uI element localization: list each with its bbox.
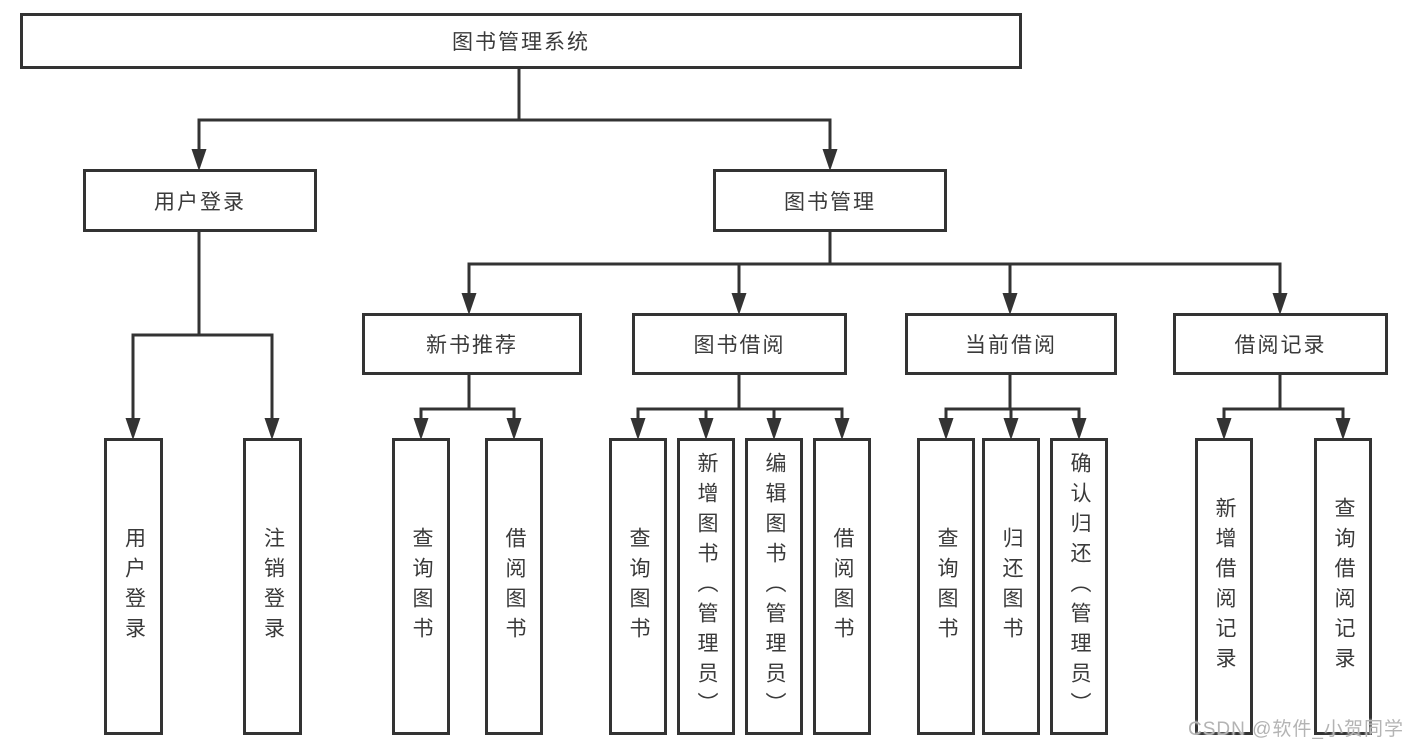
node-leaf-user-login-label: 用户登录	[122, 526, 146, 647]
node-leaf-query-book-2-label: 查询图书	[627, 526, 651, 647]
node-leaf-add-book: 新增图书（管理员）	[677, 438, 735, 735]
node-borrow-record-label: 借阅记录	[1234, 334, 1327, 357]
node-leaf-logout: 注销登录	[243, 438, 302, 735]
node-leaf-query-book-3-label: 查询图书	[935, 526, 959, 647]
node-leaf-user-login: 用户登录	[104, 438, 163, 735]
node-book-borrow-label: 图书借阅	[693, 334, 786, 357]
node-user-login-branch: 用户登录	[83, 169, 317, 232]
node-book-management: 图书管理	[713, 169, 947, 232]
node-leaf-add-book-label: 新增图书（管理员）	[695, 451, 719, 722]
node-leaf-logout-label: 注销登录	[261, 526, 285, 647]
node-new-book-recommend: 新书推荐	[362, 313, 582, 375]
node-leaf-add-record-label: 新增借阅记录	[1213, 496, 1237, 677]
node-new-book-recommend-label: 新书推荐	[426, 334, 518, 357]
node-leaf-edit-book: 编辑图书（管理员）	[745, 438, 803, 735]
node-leaf-borrow-book-2: 借阅图书	[813, 438, 871, 735]
node-leaf-borrow-book-1-label: 借阅图书	[503, 526, 527, 647]
node-leaf-add-record: 新增借阅记录	[1195, 438, 1253, 735]
node-leaf-confirm-return: 确认归还（管理员）	[1050, 438, 1108, 735]
node-book-borrow: 图书借阅	[632, 313, 847, 375]
node-leaf-query-record: 查询借阅记录	[1314, 438, 1372, 735]
node-borrow-record: 借阅记录	[1173, 313, 1388, 375]
node-book-management-label: 图书管理	[784, 190, 876, 214]
node-leaf-return-book-label: 归还图书	[1000, 526, 1024, 647]
node-leaf-borrow-book-1: 借阅图书	[485, 438, 543, 735]
node-leaf-confirm-return-label: 确认归还（管理员）	[1068, 451, 1092, 722]
node-user-login-branch-label: 用户登录	[154, 190, 246, 214]
node-current-borrow-label: 当前借阅	[965, 334, 1057, 357]
watermark: CSDN @软件_小贺同学	[1188, 719, 1404, 740]
node-leaf-query-book-2: 查询图书	[609, 438, 667, 735]
node-leaf-query-book-3: 查询图书	[917, 438, 975, 735]
node-leaf-edit-book-label: 编辑图书（管理员）	[763, 451, 787, 722]
node-root: 图书管理系统	[20, 13, 1022, 69]
node-leaf-return-book: 归还图书	[982, 438, 1040, 735]
node-leaf-query-record-label: 查询借阅记录	[1332, 496, 1356, 677]
node-leaf-borrow-book-2-label: 借阅图书	[831, 526, 855, 647]
node-current-borrow: 当前借阅	[905, 313, 1117, 375]
node-leaf-query-book-1-label: 查询图书	[410, 526, 434, 647]
node-leaf-query-book-1: 查询图书	[392, 438, 450, 735]
node-root-label: 图书管理系统	[452, 31, 590, 54]
